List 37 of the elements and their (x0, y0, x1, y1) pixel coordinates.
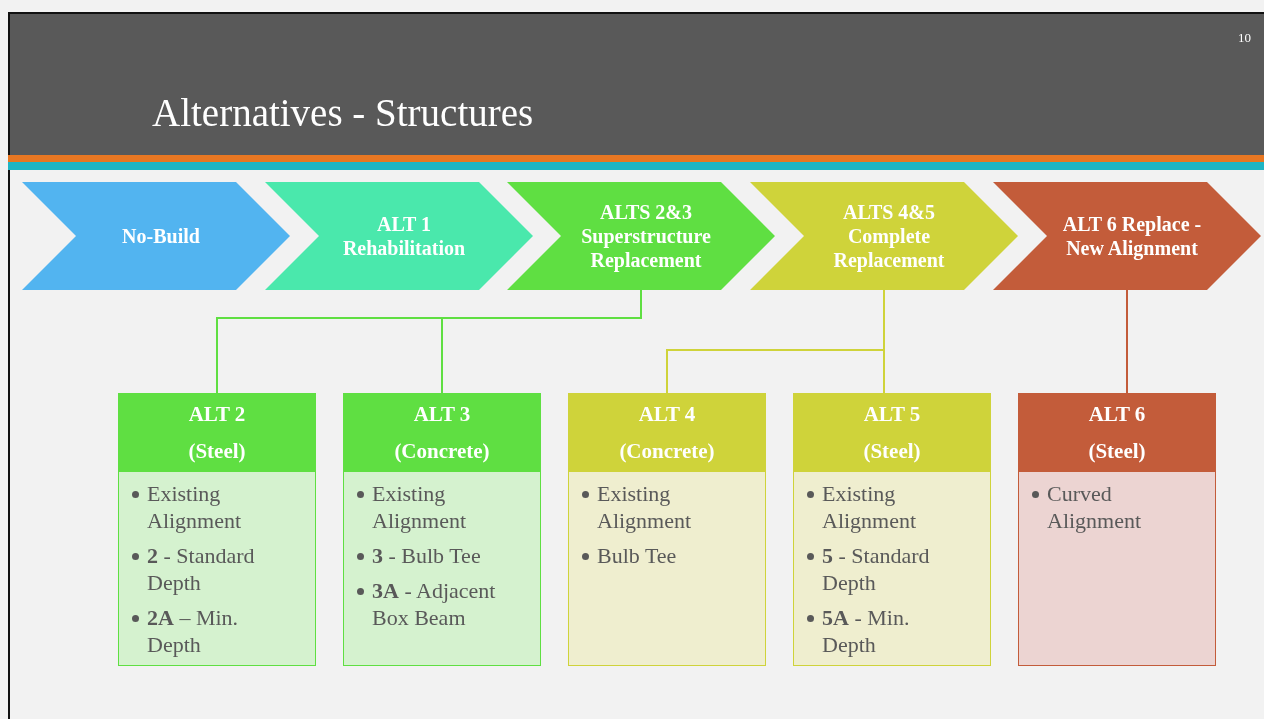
bullet-item: Existing Alignment (822, 481, 917, 533)
bullet-item: Existing Alignment (597, 481, 692, 533)
chevron-label: ALT 6 Replace - New Alignment (1061, 212, 1203, 262)
chevron-shape (507, 182, 775, 290)
chevron-label: ALTS 2&3 Superstructure Replacement (580, 200, 712, 274)
connector-line (883, 289, 885, 394)
card-heading: ALT 3 (Concrete) (344, 394, 540, 472)
bullet-item: 3A - Adjacent Box Beam (372, 578, 496, 630)
chevron-shape (993, 182, 1261, 290)
bullet-item: Existing Alignment (147, 481, 242, 533)
chevron-shape (22, 182, 290, 290)
option-card (343, 393, 541, 666)
connector-line (441, 289, 642, 394)
option-card (118, 393, 316, 666)
bullet-item: 3 - Bulb Tee (372, 543, 481, 568)
bullet-item: Bulb Tee (597, 543, 677, 568)
bullet-item: Existing Alignment (372, 481, 467, 533)
bullet-item: 2 - Standard Depth (147, 543, 255, 595)
option-card (793, 393, 991, 666)
bullet-item: 5 - Standard Depth (822, 543, 930, 595)
connector-line (1126, 289, 1128, 394)
card-heading: ALT 5 (Steel) (794, 394, 990, 472)
bullet-item: Curved Alignment (1047, 481, 1142, 533)
chevron-shape (750, 182, 1018, 290)
option-card (568, 393, 766, 666)
chevron-shape (265, 182, 533, 290)
bullet-item: 2A – Min. Depth (147, 605, 239, 657)
option-card (1018, 393, 1216, 666)
card-heading: ALT 6 (Steel) (1019, 394, 1215, 472)
slide-title: Alternatives - Structures (152, 92, 534, 135)
chevron-label: No-Build (121, 224, 201, 249)
chevron-label: ALT 1 Rehabilitation (341, 212, 467, 261)
card-heading: ALT 2 (Steel) (119, 394, 315, 472)
page-number: 10 (1238, 30, 1251, 46)
bullet-item: 5A - Min. Depth (822, 605, 910, 657)
chevron-label: ALTS 4&5 Complete Replacement (832, 200, 946, 274)
card-heading: ALT 4 (Concrete) (569, 394, 765, 472)
